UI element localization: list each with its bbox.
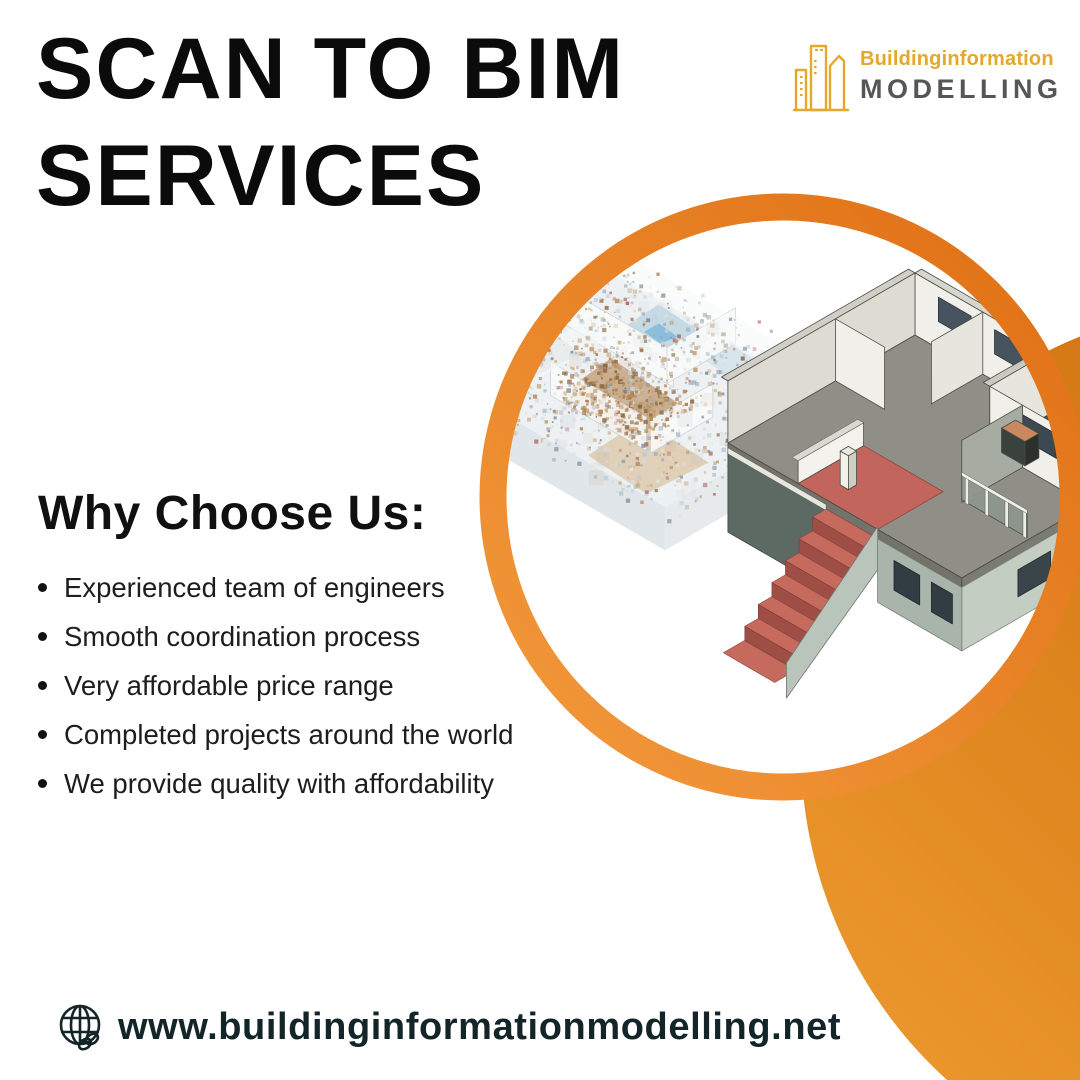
website-url: www.buildinginformationmodelling.net — [118, 1005, 842, 1048]
benefit-text: Very affordable price range — [64, 669, 394, 701]
list-item: Completed projects around the world — [38, 710, 513, 759]
hero-image-circle — [463, 177, 1080, 817]
buildings-icon — [792, 44, 850, 112]
bullet-dot — [38, 632, 47, 641]
list-item: Smooth coordination process — [38, 612, 513, 661]
globe-icon — [59, 1004, 101, 1051]
why-choose-us-heading: Why Choose Us: — [38, 487, 427, 540]
list-item: Very affordable price range — [38, 661, 513, 710]
bim-model-image — [720, 268, 1060, 699]
scan-to-bim-illustration — [479, 193, 1080, 801]
benefit-text: Completed projects around the world — [64, 718, 514, 750]
bullet-dot — [38, 583, 47, 592]
benefit-text: Smooth coordination process — [64, 620, 421, 652]
orange-ring — [479, 193, 1080, 801]
brand-logo: Buildinginformation MODELLING — [792, 38, 1063, 114]
logo-text: Buildinginformation MODELLING — [860, 48, 1063, 105]
bullet-dot — [38, 681, 47, 690]
bullet-dot — [38, 730, 47, 739]
benefits-list: Experienced team of engineers Smooth coo… — [38, 563, 513, 808]
title-line-1: SCAN TO BIM — [36, 21, 625, 117]
list-item: We provide quality with affordability — [38, 759, 513, 808]
benefit-text: We provide quality with affordability — [64, 767, 495, 799]
logo-line-1: Buildinginformation — [860, 47, 1054, 70]
page-title: SCAN TO BIM SERVICES — [36, 16, 625, 230]
footer: www.buildinginformationmodelling.net — [56, 1002, 841, 1052]
list-item: Experienced team of engineers — [38, 563, 513, 612]
logo-line-2: MODELLING — [860, 73, 1063, 104]
benefit-text: Experienced team of engineers — [64, 571, 445, 603]
title-line-2: SERVICES — [36, 128, 486, 224]
bullet-dot — [38, 779, 47, 788]
